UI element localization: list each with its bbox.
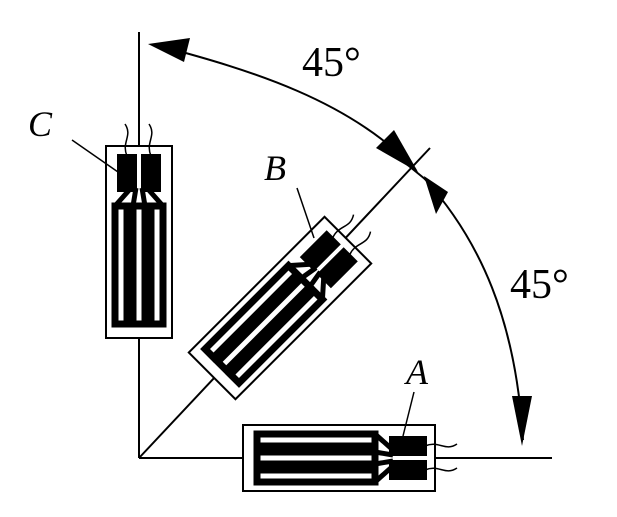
- upper-arc-arrow-left: [148, 38, 190, 62]
- angle-arcs: [148, 38, 540, 459]
- angle-label-lower: 45°: [510, 262, 569, 308]
- angle-label-upper: 45°: [302, 40, 361, 86]
- leader-c: [71, 139, 119, 173]
- leader-a: [402, 391, 415, 437]
- strain-gauge-a: [243, 425, 457, 491]
- lower-arc-arrow-top: [424, 176, 448, 214]
- label-b: B: [264, 148, 286, 188]
- arc-tick: [403, 161, 437, 189]
- label-c: C: [28, 104, 53, 144]
- upper-arc-arrow-right: [376, 130, 418, 172]
- label-a: A: [404, 352, 429, 392]
- leader-b: [296, 187, 315, 239]
- upper-angle-arc: [159, 45, 417, 171]
- strain-gauge-c: [106, 124, 172, 338]
- lower-arc-arrow-bottom: [512, 396, 532, 446]
- lower-angle-arc: [423, 177, 524, 441]
- strain-gauge-b: [189, 201, 387, 399]
